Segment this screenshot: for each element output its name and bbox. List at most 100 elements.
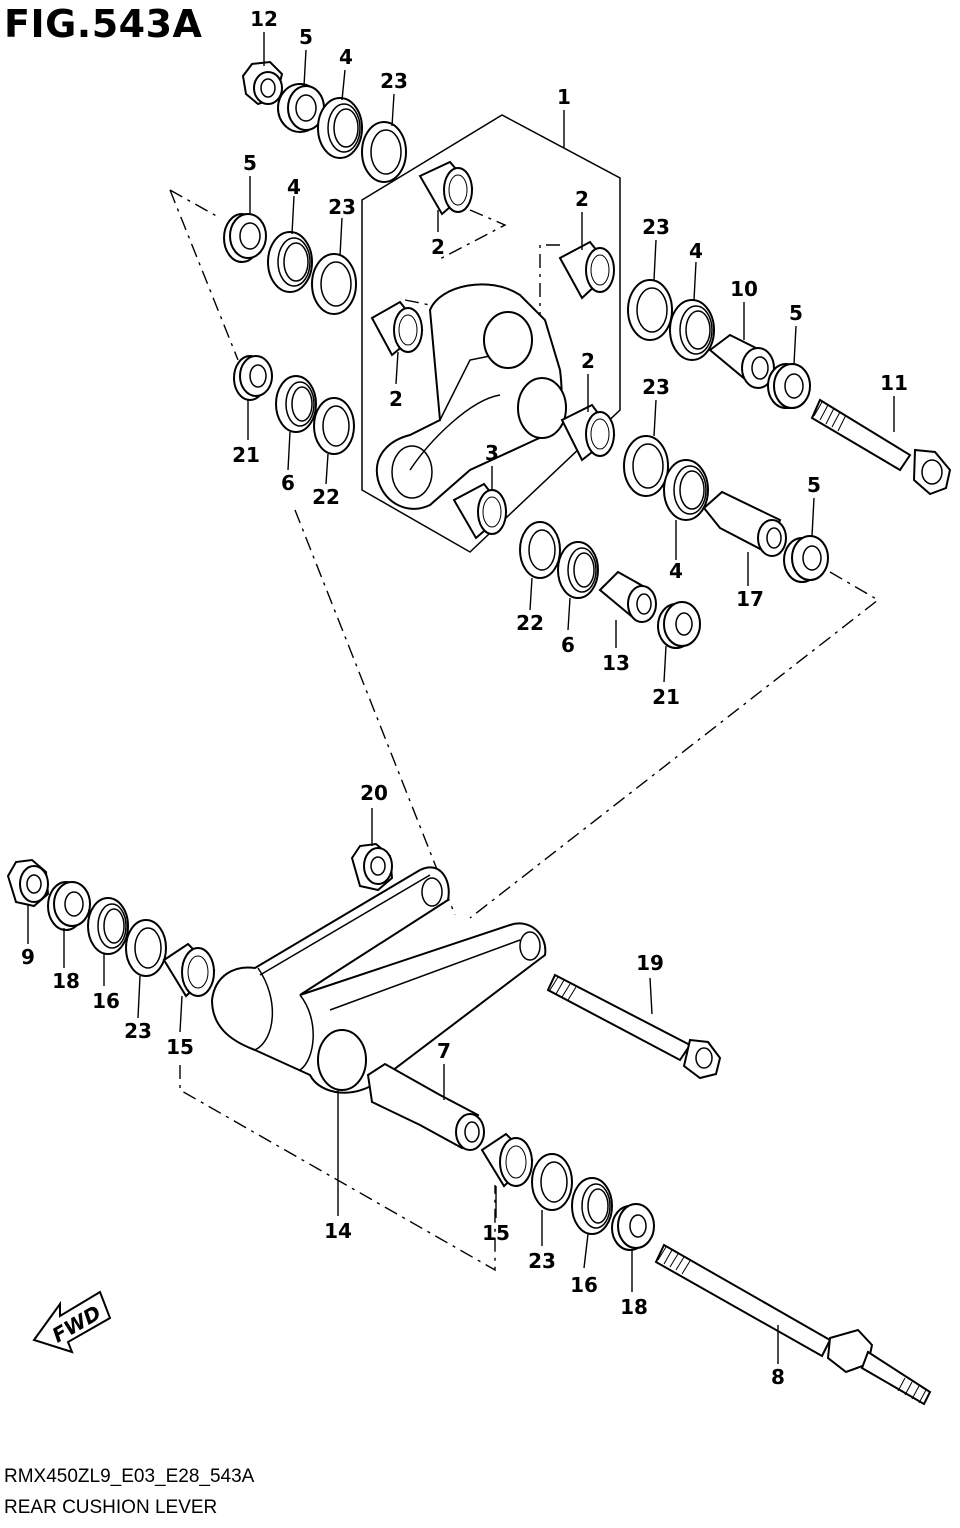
part-17-collar: [702, 490, 787, 557]
fwd-direction-arrow: FWD: [32, 1290, 112, 1354]
part-2-bearing-right-lower: [560, 403, 616, 462]
callout-18: 18: [52, 969, 80, 993]
callout-8: 8: [771, 1365, 785, 1389]
callout-12: 12: [250, 7, 278, 31]
callout-23: 23: [328, 195, 356, 219]
callout-labels: 1 2 2 2 2 3 4 4 4 4 5 5 5 5 6 6 7 8 9 10…: [21, 7, 908, 1389]
callout-5: 5: [243, 151, 257, 175]
part-6-oil-seal-right: [557, 541, 599, 599]
callout-4: 4: [287, 175, 301, 199]
callout-16: 16: [92, 989, 120, 1013]
callout-19: 19: [636, 951, 664, 975]
callout-22: 22: [516, 611, 544, 635]
part-7-collar: [366, 1062, 485, 1151]
callout-10: 10: [730, 277, 758, 301]
callout-5: 5: [789, 301, 803, 325]
part-15-bearing-right: [480, 1132, 534, 1188]
part-18-spacer-left: [47, 881, 91, 931]
part-2-bearing-right-upper: [558, 240, 615, 300]
callout-5: 5: [807, 473, 821, 497]
alignment-line: [514, 244, 560, 353]
part-9-nut: [6, 858, 50, 908]
part-5-spacer-right-lower: [783, 535, 829, 583]
callout-15: 15: [166, 1035, 194, 1059]
part-11-bolt: [810, 398, 952, 496]
callout-23: 23: [124, 1019, 152, 1043]
callout-15: 15: [482, 1221, 510, 1245]
part-5-spacer-upper: [277, 83, 325, 133]
part-1-cushion-rod-lever: [375, 283, 567, 510]
part-16-oil-seal-right: [571, 1177, 613, 1235]
part-13-collar: [598, 570, 657, 623]
callout-9: 9: [21, 945, 35, 969]
part-5-spacer-mid: [223, 213, 267, 263]
callout-2: 2: [389, 387, 403, 411]
callout-5: 5: [299, 25, 313, 49]
part-10-collar: [708, 333, 775, 389]
part-2-bearing-left: [370, 300, 424, 357]
part-16-oil-seal-left: [87, 897, 129, 955]
part-6-oil-seal-left: [275, 375, 317, 433]
part-23-washer-mid: [311, 253, 357, 315]
callout-22: 22: [312, 485, 340, 509]
callout-23: 23: [642, 375, 670, 399]
part-22-washer-left: [313, 397, 355, 455]
drawing-name: REAR CUSHION LEVER: [4, 1497, 218, 1518]
part-2-bearing-top: [418, 160, 474, 216]
part-14-rear-cushion-lever: [210, 866, 547, 1094]
part-23-washer-lower-right: [531, 1153, 573, 1211]
callout-7: 7: [437, 1039, 451, 1063]
callout-6: 6: [281, 471, 295, 495]
part-12-flange-nut: [241, 60, 284, 106]
alignment-line: [169, 189, 221, 219]
callout-13: 13: [602, 651, 630, 675]
alignment-line: [169, 189, 239, 361]
part-15-bearing-left: [162, 942, 216, 998]
leader-lines: [27, 32, 895, 1364]
part-18-spacer-right: [611, 1203, 655, 1251]
callout-23: 23: [642, 215, 670, 239]
callout-17: 17: [736, 587, 764, 611]
callout-18: 18: [620, 1295, 648, 1319]
part-4-oil-seal-right-upper: [669, 299, 715, 361]
callout-20: 20: [360, 781, 388, 805]
part-4-oil-seal-right-lower: [663, 459, 709, 521]
callout-2: 2: [581, 349, 595, 373]
callout-14: 14: [324, 1219, 352, 1243]
figure-title: FIG.543A: [4, 2, 203, 46]
part-22-washer-right: [519, 521, 561, 579]
callout-11: 11: [880, 371, 908, 395]
part-23-washer-upper: [361, 121, 407, 183]
callout-3: 3: [485, 441, 499, 465]
part-3-bearing: [452, 482, 508, 540]
callout-16: 16: [570, 1273, 598, 1297]
part-8-bolt: [654, 1243, 932, 1406]
callout-6: 6: [561, 633, 575, 657]
part-23-washer-right-lower: [623, 435, 669, 497]
part-4-oil-seal-upper: [317, 97, 363, 159]
part-4-oil-seal-mid: [267, 231, 313, 293]
part-5-spacer-right-upper: [767, 363, 811, 409]
drawing-code: RMX450ZL9_E03_E28_543A: [4, 1466, 255, 1487]
part-21-spacer-left: [233, 355, 273, 401]
callout-23: 23: [380, 69, 408, 93]
part-23-washer-lower-left: [125, 919, 167, 977]
callout-4: 4: [339, 45, 353, 69]
part-20-nut: [350, 842, 394, 892]
callout-2: 2: [431, 235, 445, 259]
part-1-group-outline: [361, 114, 621, 553]
callout-1: 1: [557, 85, 571, 109]
callout-21: 21: [232, 443, 260, 467]
callout-21: 21: [652, 685, 680, 709]
part-23-washer-right-upper: [627, 279, 673, 341]
alignment-line: [404, 299, 431, 306]
callout-4: 4: [669, 559, 683, 583]
alignment-line: [437, 209, 507, 261]
part-21-spacer-right: [657, 601, 701, 649]
callout-2: 2: [575, 187, 589, 211]
callout-23: 23: [528, 1249, 556, 1273]
part-19-bolt: [546, 973, 722, 1080]
callout-4: 4: [689, 239, 703, 263]
